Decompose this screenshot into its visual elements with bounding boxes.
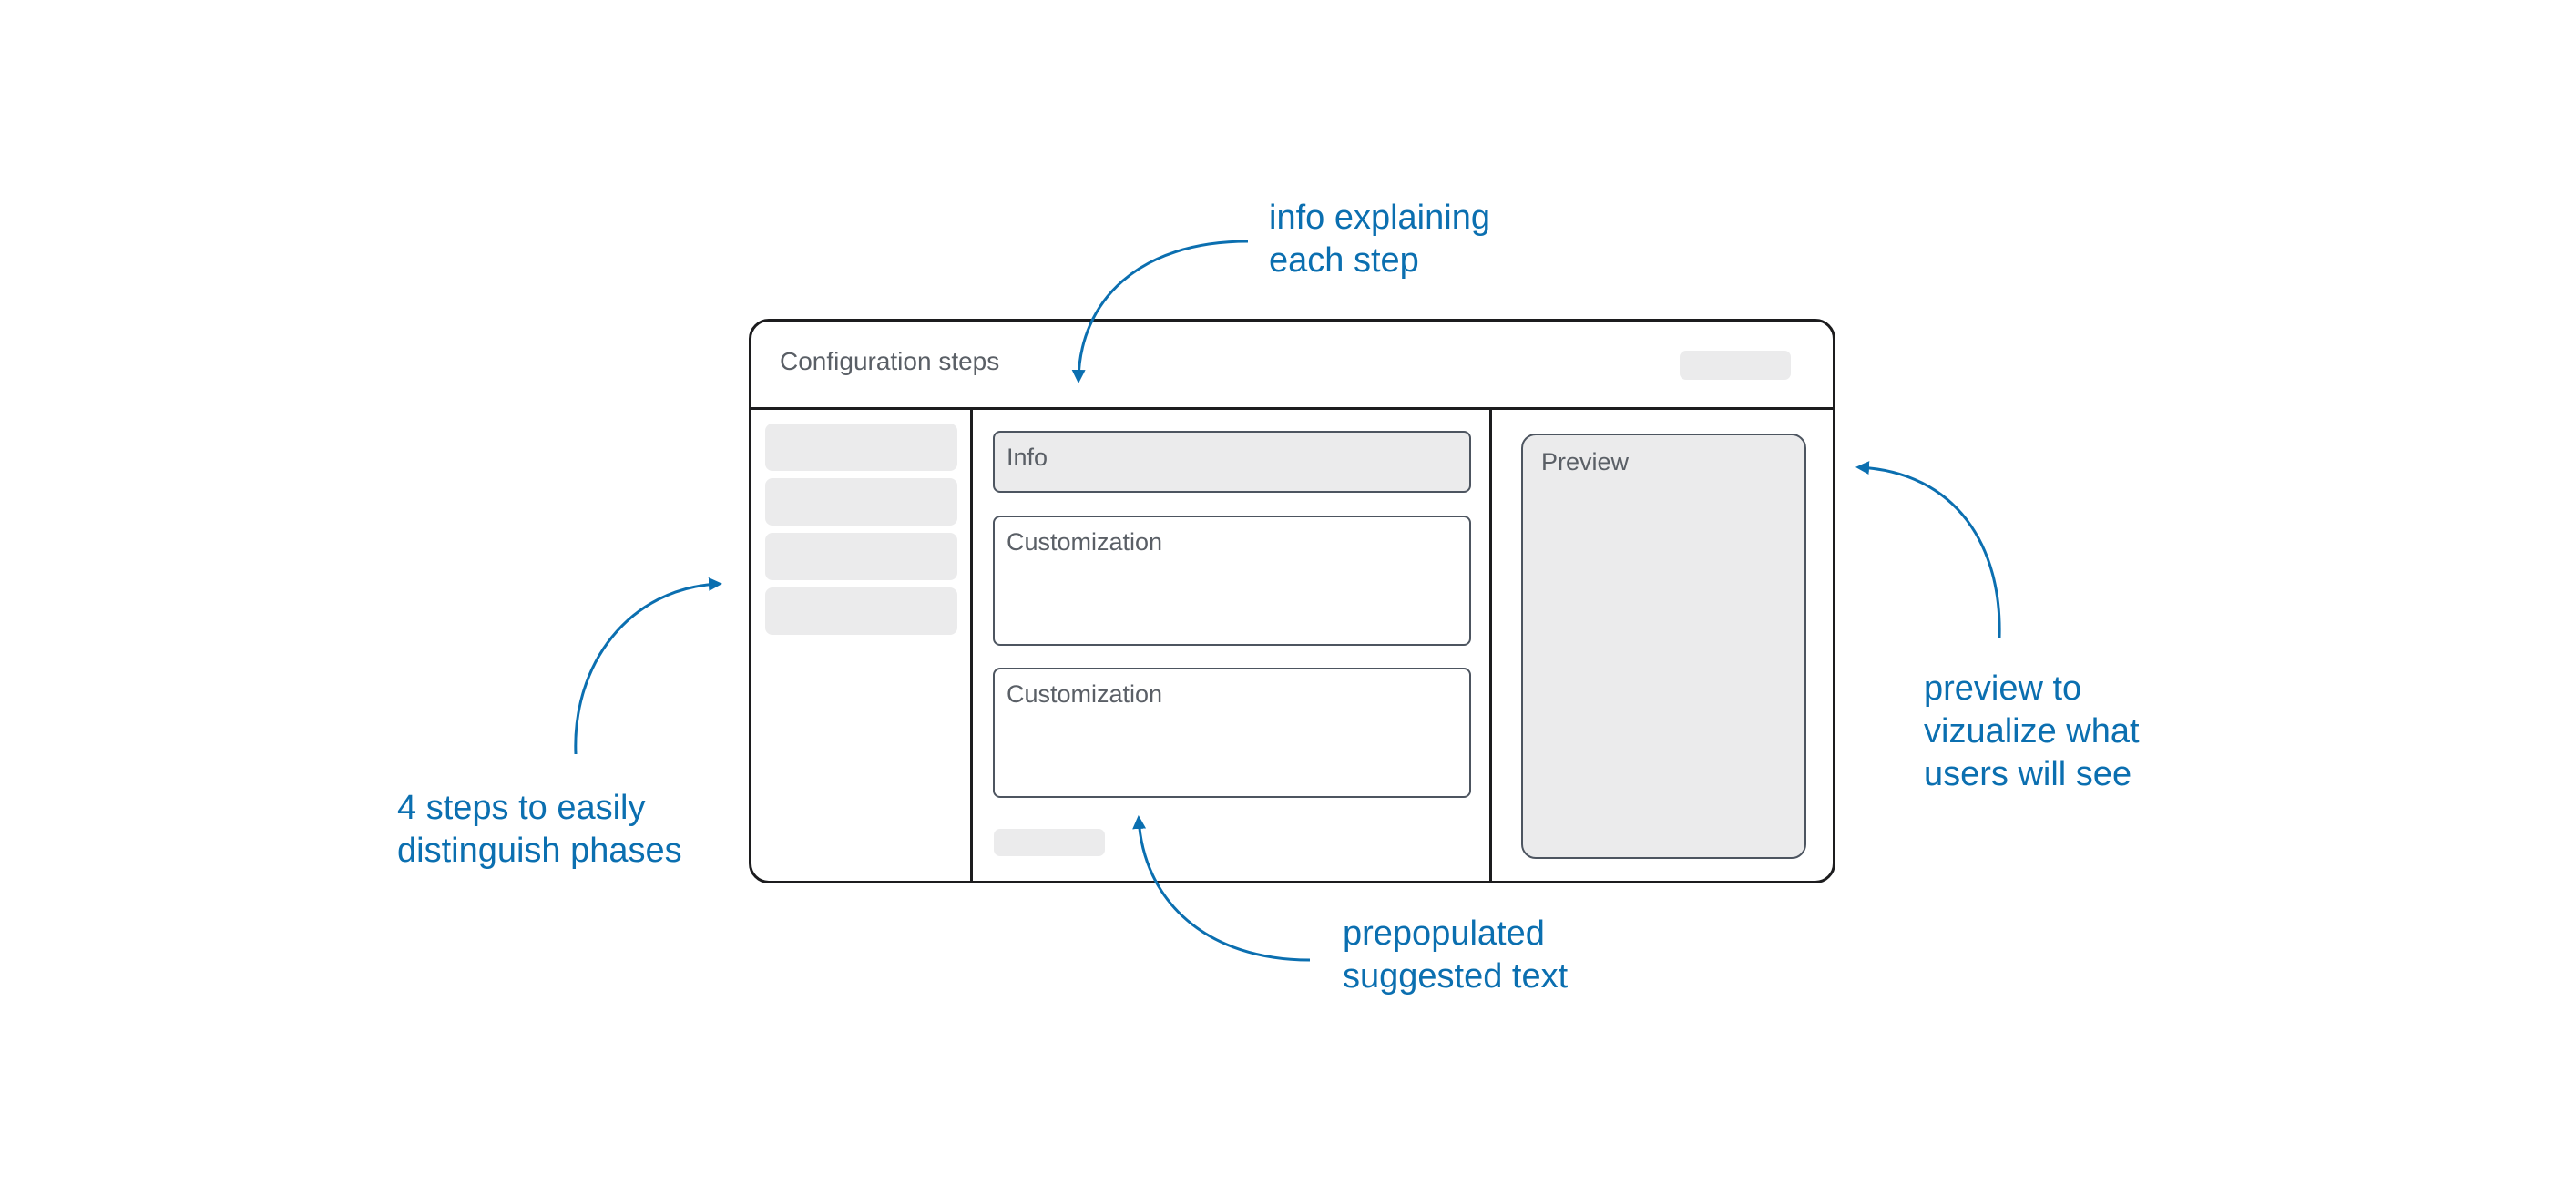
sidebar-divider: [970, 409, 973, 883]
sidebar-step-3[interactable]: [765, 533, 957, 580]
annotation-info-line-2: each step: [1269, 241, 1419, 280]
header-action-button[interactable]: [1680, 351, 1791, 380]
sidebar-step-4[interactable]: [765, 587, 957, 635]
annotation-preview-line-1: preview to: [1924, 669, 2082, 708]
annotation-preview-line-3: users will see: [1924, 755, 2132, 793]
customization-label-2: Customization: [1007, 680, 1163, 708]
arrow-info: [1071, 240, 1249, 383]
header-divider: [751, 407, 1833, 410]
preview-label: Preview: [1541, 448, 1630, 475]
annotation-steps: 4 steps to easily distinguish phases: [397, 787, 682, 873]
preview-divider: [1489, 409, 1492, 883]
arrow-preview: [1855, 461, 2001, 638]
annotation-info: info explaining each step: [1269, 197, 1490, 282]
customization-label-1: Customization: [1007, 528, 1163, 556]
arrow-steps: [574, 577, 722, 755]
sidebar-step-2[interactable]: [765, 478, 957, 526]
info-panel: Info: [993, 431, 1471, 493]
annotation-info-line-1: info explaining: [1269, 199, 1490, 237]
preview-panel: Preview: [1521, 434, 1806, 859]
customization-field-1[interactable]: Customization: [993, 516, 1471, 646]
window-title: Configuration steps: [780, 347, 1000, 375]
annotation-preview-line-2: vizualize what: [1924, 712, 2140, 751]
annotation-steps-line-2: distinguish phases: [397, 832, 682, 870]
arrow-prepopulated: [1132, 815, 1311, 962]
annotation-prepopulated: prepopulated suggested text: [1343, 913, 1568, 998]
annotation-prepopulated-line-1: prepopulated: [1343, 914, 1545, 953]
sidebar-step-1[interactable]: [765, 424, 957, 471]
annotation-preview: preview to vizualize what users will see: [1924, 668, 2140, 796]
annotation-steps-line-1: 4 steps to easily: [397, 789, 646, 827]
main-action-button[interactable]: [994, 829, 1105, 856]
customization-field-2[interactable]: Customization: [993, 668, 1471, 798]
info-label: Info: [1007, 444, 1048, 471]
annotation-prepopulated-line-2: suggested text: [1343, 957, 1569, 996]
configuration-window: Configuration steps Info Customization C…: [749, 319, 1835, 883]
